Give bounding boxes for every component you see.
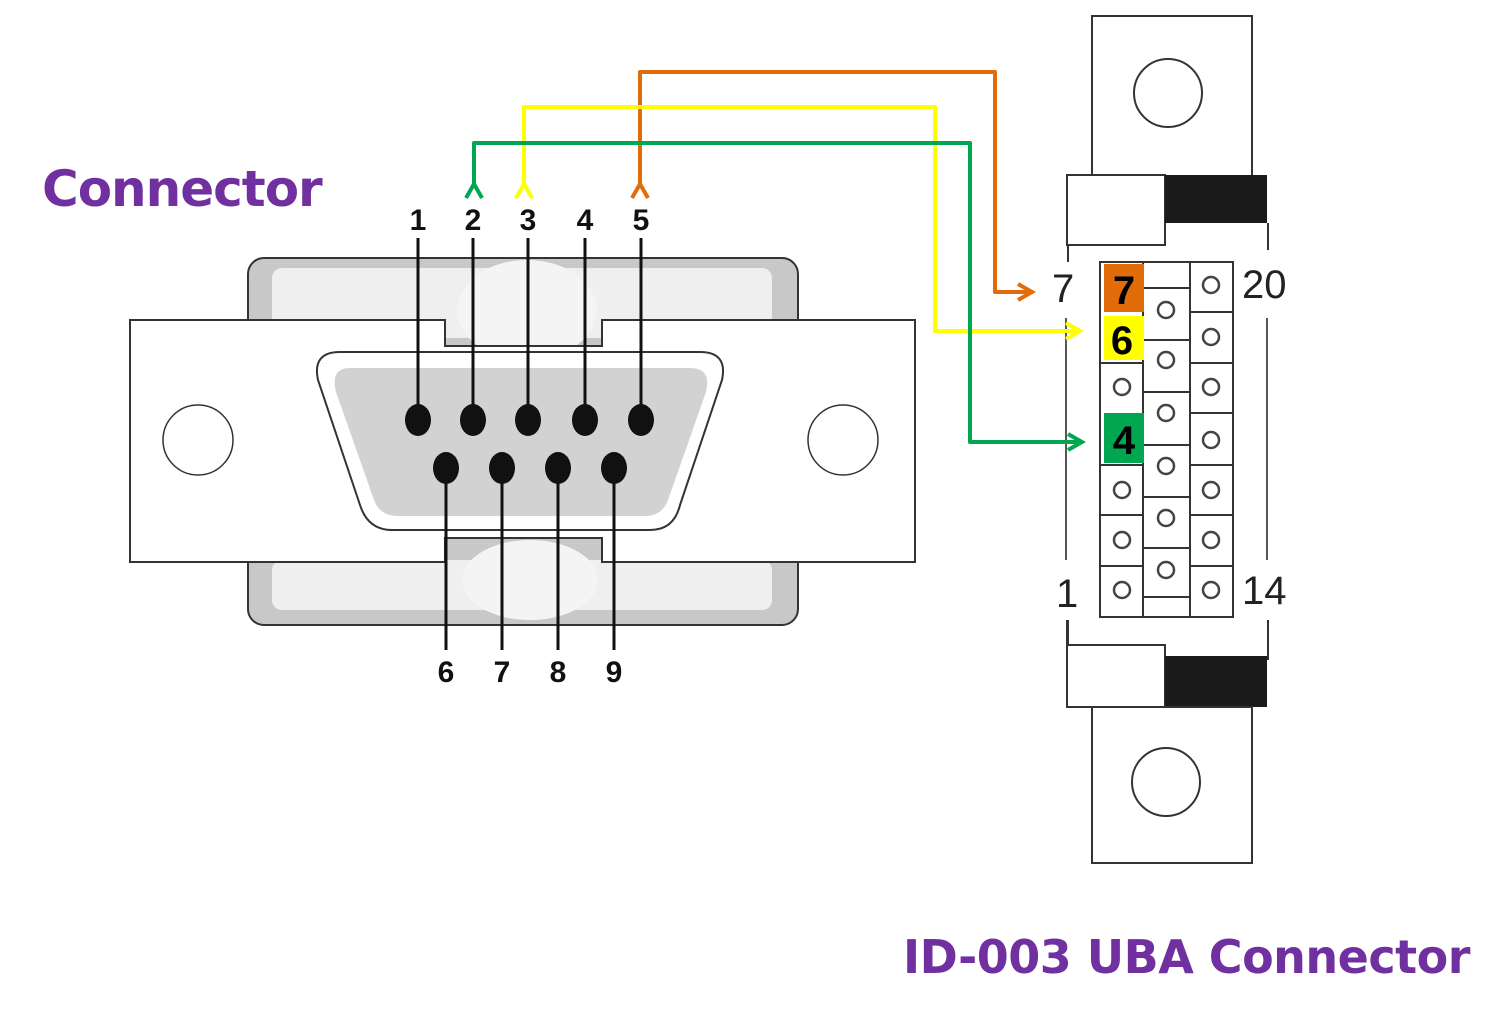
db9-pin-2	[460, 404, 486, 436]
db9-pin-6	[433, 452, 459, 484]
uba-connector-title: ID-003 UBA Connector	[903, 930, 1470, 984]
wire-green-4-to-2	[464, 141, 1087, 452]
db9-pin-label: 4	[577, 204, 594, 237]
uba-pin-18	[1201, 377, 1221, 397]
uba-pin-4-label: 4	[1113, 419, 1136, 463]
uba-top-latch-black	[1165, 175, 1267, 223]
uba-connector: 7 6 4 7 20 1 14	[1052, 15, 1287, 864]
db9-pin-label: 5	[633, 204, 650, 237]
db9-pin-label: 9	[606, 656, 623, 689]
uba-pin-17	[1201, 430, 1221, 450]
connector-title: Connector	[42, 160, 323, 218]
db9-pin-label: 8	[550, 656, 567, 689]
uba-pin-mid	[1156, 456, 1176, 476]
uba-pin-5	[1112, 377, 1132, 397]
db9-pin-label: 2	[465, 204, 482, 237]
uba-pin-19	[1201, 327, 1221, 347]
uba-bottom-latch-white	[1066, 644, 1166, 708]
uba-pin-mid	[1156, 403, 1176, 423]
uba-pin-circles	[1112, 275, 1221, 600]
uba-pin-7-highlight	[1104, 264, 1144, 312]
uba-pin-15	[1201, 530, 1221, 550]
uba-pin-mid	[1156, 300, 1176, 320]
uba-label-top-left: 7	[1052, 267, 1074, 311]
db9-pin-8	[545, 452, 571, 484]
uba-bottom-mount-hole	[1131, 747, 1201, 817]
db9-mount-hole-left	[162, 404, 234, 476]
db9-d-shell-inner	[334, 368, 708, 516]
db9-mount-hole-right	[807, 404, 879, 476]
uba-pin-2	[1112, 530, 1132, 550]
uba-label-top-right: 20	[1242, 263, 1287, 307]
db9-connector	[129, 257, 916, 626]
uba-pin-16	[1201, 480, 1221, 500]
db9-pin-5	[628, 404, 654, 436]
db9-pin-1	[405, 404, 431, 436]
uba-pin-6-label: 6	[1111, 319, 1133, 363]
db9-pin-7	[489, 452, 515, 484]
uba-pin-mid	[1156, 560, 1176, 580]
uba-pin-20	[1201, 275, 1221, 295]
db9-pin-4	[572, 404, 598, 436]
uba-label-bottom-left: 1	[1056, 572, 1078, 616]
uba-pin-mid	[1156, 350, 1176, 370]
db9-pin-label: 3	[520, 204, 537, 237]
uba-pin-1	[1112, 580, 1132, 600]
uba-bottom-latch-black	[1165, 656, 1267, 707]
uba-pin-14	[1201, 580, 1221, 600]
uba-pin-7-label: 7	[1113, 269, 1135, 313]
db9-shell-bottom-highlight	[462, 540, 598, 620]
db9-pins-bottom: 6 7 8 9	[433, 452, 627, 689]
uba-label-bottom-right: 14	[1242, 569, 1287, 613]
uba-pin-6-highlight	[1104, 316, 1144, 360]
uba-top-latch-white	[1066, 174, 1166, 246]
uba-pin-mid	[1156, 508, 1176, 528]
db9-pin-9	[601, 452, 627, 484]
uba-pin-3	[1112, 480, 1132, 500]
db9-pin-label: 7	[494, 656, 511, 689]
uba-pin-4-highlight	[1104, 413, 1144, 463]
db9-pin-label: 1	[410, 204, 427, 237]
uba-top-mount-hole	[1133, 58, 1203, 128]
db9-pin-label: 6	[438, 656, 455, 689]
db9-pin-3	[515, 404, 541, 436]
